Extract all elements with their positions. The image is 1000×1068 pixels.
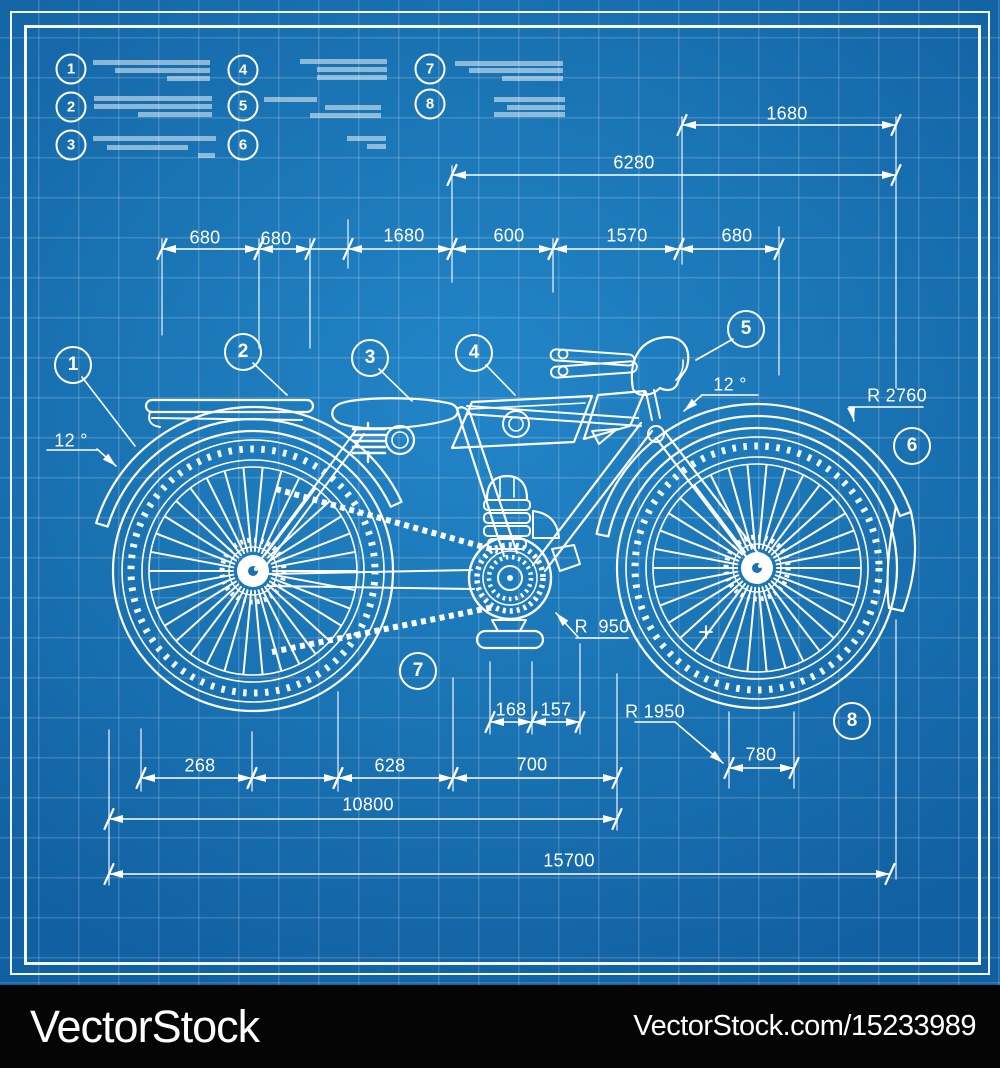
legend-number-2: 2 (55, 91, 87, 123)
bicycle-drawing (46, 113, 924, 886)
dim-600: 600 (493, 225, 525, 246)
dim-1680-top: 1680 (766, 103, 808, 124)
callout-5: 5 (727, 310, 765, 348)
redacted-text-line (94, 104, 212, 109)
angle-12-right: 12 ° (713, 374, 747, 395)
dim-6280: 6280 (613, 152, 655, 173)
dim-268: 268 (184, 755, 216, 776)
dim-780: 780 (745, 744, 777, 765)
radius-950: R 950 (574, 616, 630, 637)
legend-number-6: 6 (227, 129, 259, 161)
callout-6: 6 (893, 427, 931, 465)
redacted-text-line (310, 113, 381, 118)
redacted-text-line (347, 136, 386, 141)
redacted-text-line (93, 136, 216, 141)
redacted-text-line (325, 105, 381, 110)
angle-12-left: 12 ° (54, 430, 88, 451)
redacted-text-line (494, 97, 565, 102)
redacted-text-line (94, 96, 212, 101)
dim-680-b: 680 (260, 228, 292, 249)
callout-3: 3 (351, 339, 389, 377)
redacted-text-line (317, 67, 387, 72)
callout-1: 1 (54, 346, 92, 384)
vectorstock-logo: VectorStock (30, 1000, 260, 1052)
redacted-text-line (507, 105, 565, 110)
blueprint-canvas: 1 2 3 4 5 6 7 8 1 2 3 4 5 6 7 8 1680 628… (0, 0, 1000, 985)
dim-628: 628 (374, 755, 406, 776)
dim-10800: 10800 (342, 794, 394, 815)
vectorstock-url: VectorStock.com/15233989 (633, 1010, 976, 1042)
callout-7: 7 (399, 652, 437, 690)
dim-680-a: 680 (189, 227, 221, 248)
radius-2760: R 2760 (867, 385, 927, 406)
dim-1570: 1570 (606, 225, 648, 246)
redacted-text-line (93, 60, 210, 65)
redacted-text-line (167, 76, 210, 81)
dim-700: 700 (516, 754, 548, 775)
dim-15700: 15700 (543, 850, 595, 871)
callout-2: 2 (224, 333, 262, 371)
legend-number-4: 4 (227, 54, 259, 86)
redacted-text-line (264, 97, 317, 102)
redacted-text-line (469, 68, 563, 73)
dim-680-c: 680 (721, 225, 753, 246)
redacted-text-line (107, 145, 188, 150)
redacted-text-line (502, 76, 563, 81)
redacted-text-line (115, 68, 210, 73)
legend-number-1: 1 (55, 53, 87, 85)
redacted-text-line (455, 61, 563, 66)
redacted-text-line (367, 144, 386, 149)
legend-number-5: 5 (227, 90, 259, 122)
dim-157: 157 (540, 699, 572, 720)
legend-number-7: 7 (414, 53, 446, 85)
redacted-text-line (300, 59, 387, 64)
dim-168: 168 (495, 699, 527, 720)
callout-4: 4 (455, 334, 493, 372)
legend-number-8: 8 (414, 88, 446, 120)
legend-number-3: 3 (55, 129, 87, 161)
redacted-text-line (317, 75, 387, 80)
redacted-text-line (138, 112, 212, 117)
redacted-text-line (494, 112, 565, 117)
redacted-text-line (198, 153, 215, 158)
dim-1680-row: 1680 (383, 225, 425, 246)
radius-1950: R 1950 (625, 701, 685, 722)
callout-8: 8 (833, 702, 871, 740)
watermark-bar: VectorStock VectorStock.com/15233989 (0, 985, 1000, 1068)
